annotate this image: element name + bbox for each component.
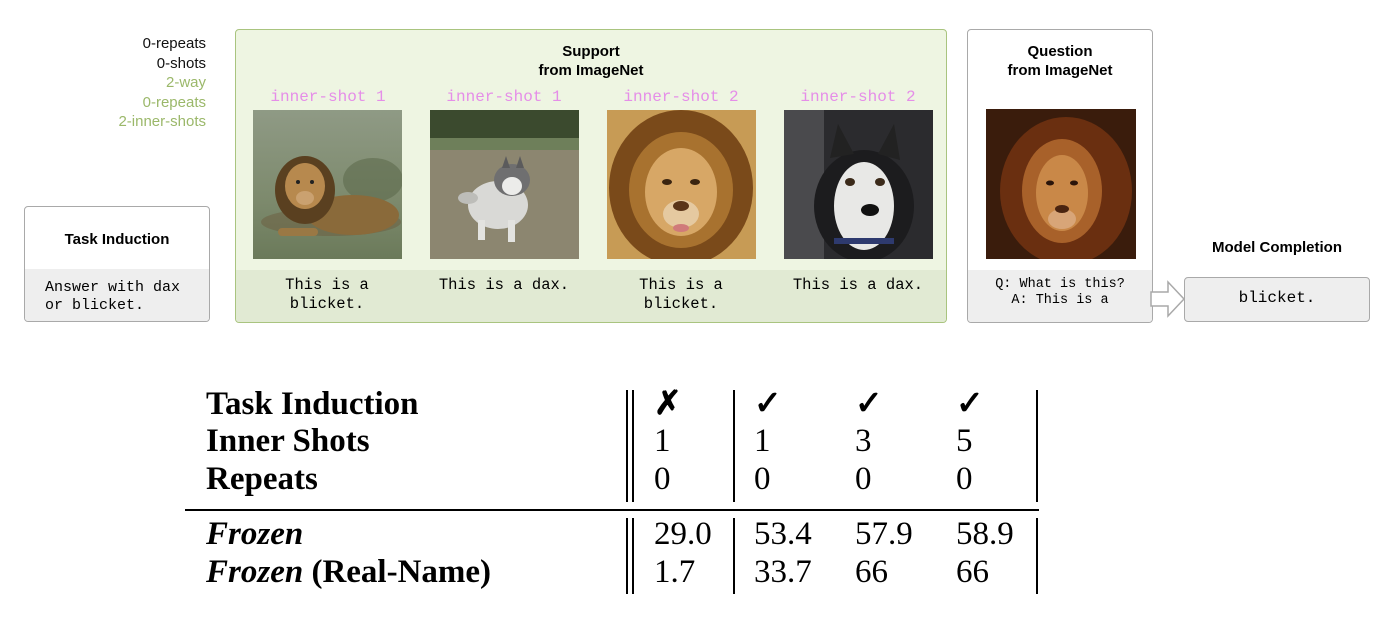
table-divider [626, 390, 628, 502]
support-title-line1: Support [562, 43, 620, 60]
shot-caption: This is a dax. [792, 276, 924, 294]
legend-shots: 0-shots [156, 54, 206, 72]
cell-repeats: 0 [754, 461, 771, 497]
table-divider [632, 518, 634, 594]
table-divider [1036, 390, 1038, 502]
row-header-inner-shots: Inner Shots [206, 423, 370, 459]
cell-inner-shots: 1 [754, 423, 771, 459]
legend-way: 2-way [165, 74, 206, 91]
question-title-line2: from ImageNet [1007, 62, 1113, 79]
cell-frozen: 58.9 [956, 516, 1014, 552]
cell-frozen-real: 1.7 [654, 554, 696, 590]
table-divider [733, 390, 735, 502]
shot-label: inner-shot 1 [446, 88, 562, 106]
question-text: Q: What is this? A: This is a [995, 277, 1125, 308]
cell-frozen-real: 33.7 [754, 554, 812, 590]
model-completion-box: blicket. [1184, 277, 1370, 322]
cell-task-induction: ✓ [956, 386, 984, 422]
lion-question-image [986, 109, 1136, 259]
support-box: Support from ImageNet inner-shot 1 inner… [235, 29, 947, 323]
lion-lying-image [253, 110, 402, 259]
model-completion-text: blicket. [1238, 289, 1316, 307]
task-induction-text: Answer with dax or blicket. [45, 279, 181, 314]
cell-frozen: 29.0 [654, 516, 712, 552]
model-name-frozen-real: Frozen (Real-Name) [206, 554, 491, 591]
table-divider [1036, 518, 1038, 594]
shot-caption: This is a blicket. [639, 276, 723, 313]
question-footer: Q: What is this? A: This is a [968, 270, 1152, 322]
settings-legend: 0-repeats 0-shots 2-way 0-repeats 2-inne… [60, 34, 206, 132]
cell-task-induction: ✗ [654, 386, 682, 422]
support-title: Support from ImageNet [236, 42, 946, 80]
husky-puppy-image [430, 110, 579, 259]
cell-task-induction: ✓ [754, 386, 782, 422]
cell-task-induction: ✓ [855, 386, 883, 422]
shot-label: inner-shot 2 [623, 88, 739, 106]
cell-frozen-real: 66 [855, 554, 888, 590]
table-divider [632, 390, 634, 502]
shot-label: inner-shot 1 [270, 88, 386, 106]
task-induction-box: Task Induction Answer with dax or blicke… [24, 206, 210, 322]
model-name-frozen: Frozen [206, 516, 304, 552]
model-completion-title: Model Completion [1212, 239, 1342, 256]
legend-repeats: 0-repeats [142, 35, 206, 52]
task-induction-footer: Answer with dax or blicket. [25, 269, 209, 321]
task-induction-title: Task Induction [64, 231, 170, 248]
cell-frozen: 57.9 [855, 516, 913, 552]
legend-inner-shots: 2-inner-shots [118, 113, 206, 130]
question-box: Question from ImageNet Q: What is this? … [967, 29, 1153, 323]
cell-repeats: 0 [654, 461, 671, 497]
table-divider [733, 518, 735, 594]
shot-caption: This is a dax. [438, 276, 570, 294]
cell-repeats: 0 [956, 461, 973, 497]
support-title-line2: from ImageNet [538, 62, 644, 79]
cell-frozen-real: 66 [956, 554, 989, 590]
shot-label: inner-shot 2 [800, 88, 916, 106]
cell-inner-shots: 3 [855, 423, 872, 459]
row-header-repeats: Repeats [206, 461, 318, 497]
arrow-right-icon [1150, 280, 1186, 318]
table-rule [185, 509, 1039, 511]
cell-inner-shots: 1 [654, 423, 671, 459]
model-name-frozen-2: Frozen [206, 554, 304, 590]
cell-frozen: 53.4 [754, 516, 812, 552]
legend-repeats-green: 0-repeats [142, 93, 206, 111]
cell-inner-shots: 5 [956, 423, 973, 459]
shot-caption: This is a blicket. [285, 276, 369, 313]
support-footer: This is a blicket. This is a dax. This i… [236, 270, 946, 322]
model-name-suffix: (Real-Name) [303, 554, 492, 590]
question-title: Question from ImageNet [968, 42, 1152, 80]
row-header-task-induction: Task Induction [206, 386, 419, 422]
question-title-line1: Question [1027, 43, 1093, 60]
lion-face-image [607, 110, 756, 259]
husky-face-image [784, 110, 933, 259]
table-divider [626, 518, 628, 594]
cell-repeats: 0 [855, 461, 872, 497]
